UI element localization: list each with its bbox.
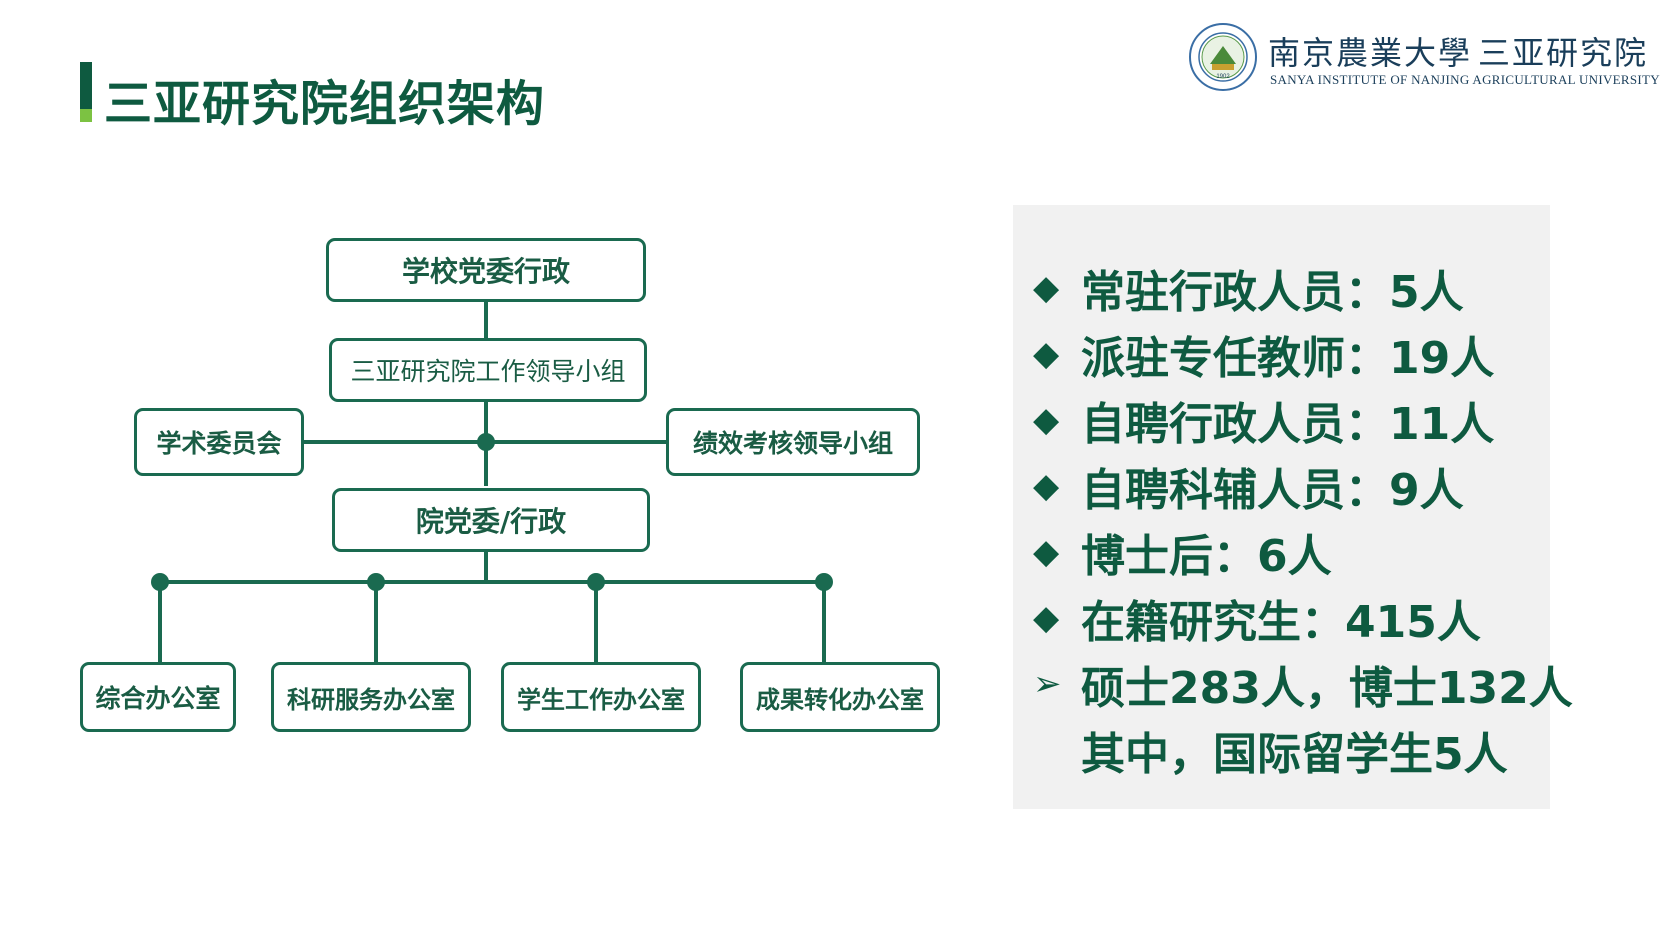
staff-item-text: 博士后：6人 [1081, 531, 1332, 582]
staff-item: ◆ 常驻行政人员：5人 [1033, 258, 1464, 318]
university-logo: 1902 南京農業大學三亚研究院 SANYA INSTITUTE OF NANJ… [1188, 22, 1660, 92]
diamond-bullet-icon: ◆ [1033, 598, 1060, 638]
junction-dot-office-3 [587, 573, 605, 591]
svg-text:1902: 1902 [1216, 74, 1230, 80]
staff-item-text: 在籍研究生：415人 [1081, 597, 1481, 648]
junction-dot-center [477, 433, 495, 451]
university-seal-icon: 1902 [1189, 23, 1257, 91]
staff-item: ◆ 在籍研究生：415人 [1033, 588, 1481, 648]
staff-sub-item-text: 硕士283人，博士132人 [1081, 663, 1573, 714]
staff-item: ◆ 派驻专任教师：19人 [1033, 324, 1494, 384]
org-box-performance-group: 绩效考核领导小组 [666, 408, 920, 476]
staff-sub-item-continued: 其中，国际留学生5人 [1081, 729, 1508, 780]
org-box-student-office: 学生工作办公室 [501, 662, 701, 732]
staff-sub-item: ➢ 硕士283人，博士132人 [1033, 654, 1573, 714]
junction-dot-office-4 [815, 573, 833, 591]
page-title: 三亚研究院组织架构 [104, 76, 546, 132]
university-subtitle: SANYA INSTITUTE OF NANJING AGRICULTURAL … [1270, 72, 1660, 87]
diamond-bullet-icon: ◆ [1033, 268, 1060, 308]
staff-item: ◆ 博士后：6人 [1033, 522, 1332, 582]
staff-info-panel: ◆ 常驻行政人员：5人 ◆ 派驻专任教师：19人 ◆ 自聘行政人员：11人 ◆ … [1013, 205, 1573, 809]
org-box-transfer-office: 成果转化办公室 [740, 662, 940, 732]
junction-dot-office-2 [367, 573, 385, 591]
diamond-bullet-icon: ◆ [1033, 334, 1060, 374]
diamond-bullet-icon: ◆ [1033, 532, 1060, 572]
diamond-bullet-icon: ◆ [1033, 400, 1060, 440]
staff-item: ◆ 自聘行政人员：11人 [1033, 390, 1494, 450]
org-box-school-party: 学校党委行政 [326, 238, 646, 302]
junction-dot-office-1 [151, 573, 169, 591]
org-box-academic-committee: 学术委员会 [134, 408, 304, 476]
org-box-research-office: 科研服务办公室 [271, 662, 471, 732]
diamond-bullet-icon: ◆ [1033, 466, 1060, 506]
title-accent-bar [80, 62, 92, 122]
university-name: 南京農業大學三亚研究院 [1268, 34, 1649, 72]
staff-item-text: 常驻行政人员：5人 [1081, 267, 1464, 318]
org-box-leadership-group: 三亚研究院工作领导小组 [329, 338, 647, 402]
staff-item-text: 自聘科辅人员：9人 [1081, 465, 1464, 516]
staff-item: ◆ 自聘科辅人员：9人 [1033, 456, 1464, 516]
staff-item-text: 自聘行政人员：11人 [1081, 399, 1495, 450]
org-box-party-admin: 院党委/行政 [332, 488, 650, 552]
org-box-general-office: 综合办公室 [80, 662, 236, 732]
staff-item-text: 派驻专任教师：19人 [1081, 333, 1495, 384]
arrow-bullet-icon: ➢ [1033, 664, 1062, 704]
